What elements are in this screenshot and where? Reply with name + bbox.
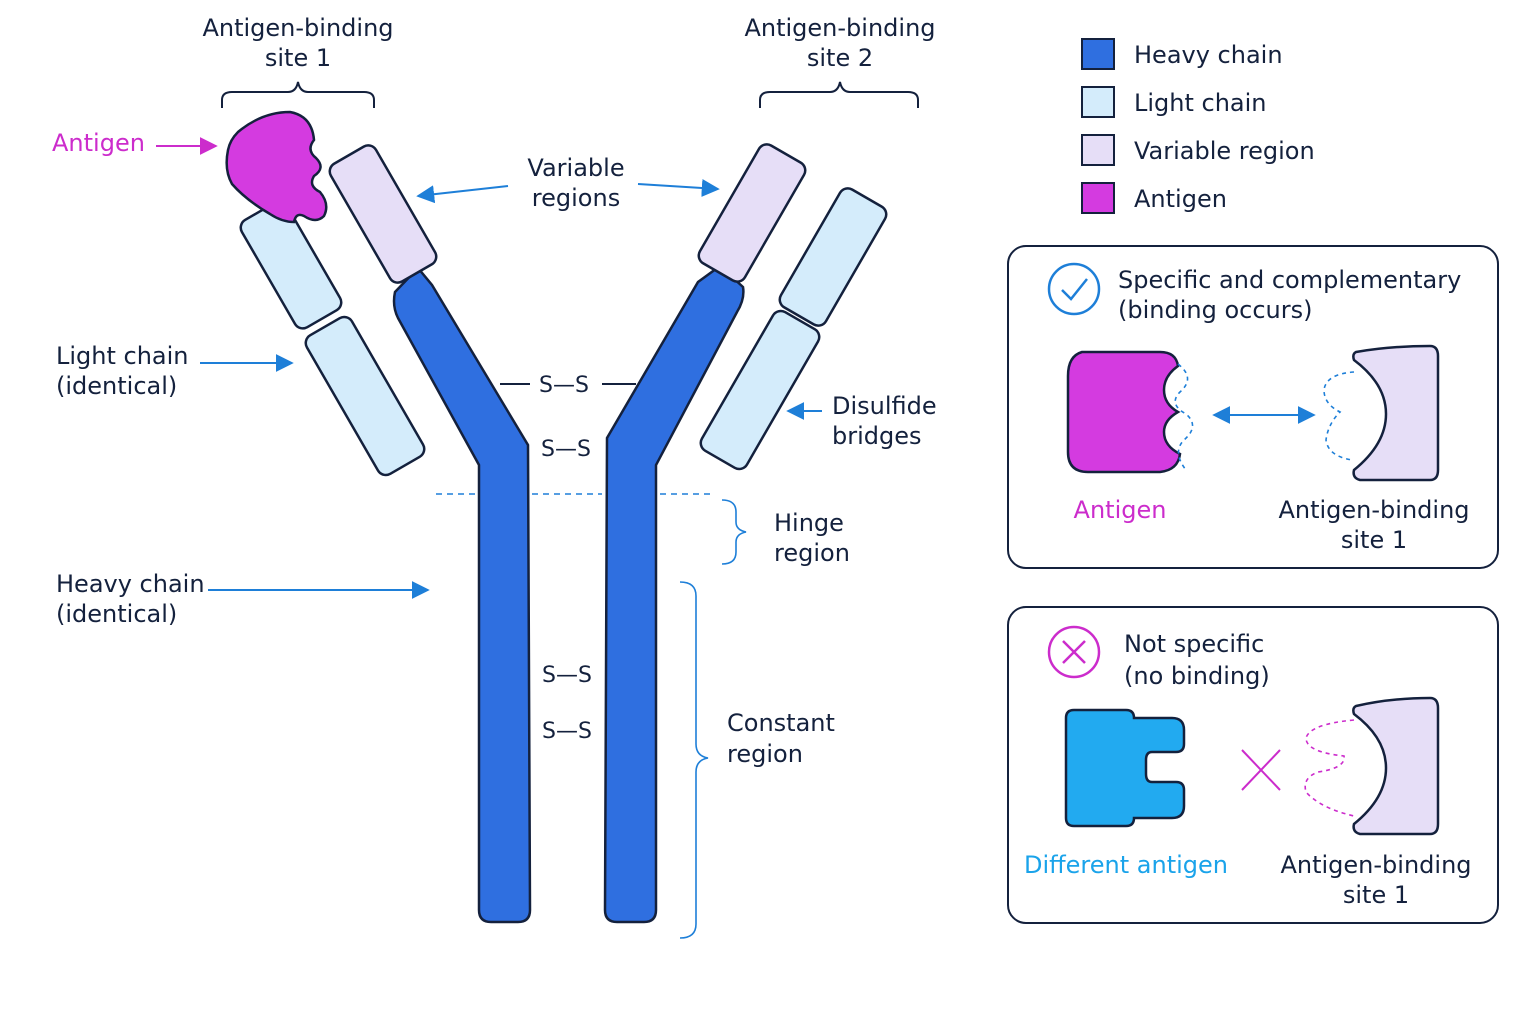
heavy-chain-left xyxy=(392,266,532,924)
variable-label-line1: Variable xyxy=(527,154,624,182)
svg-text:S—S: S—S xyxy=(539,373,589,398)
heavy-chain-label-line1: Heavy chain xyxy=(56,570,205,598)
specific-antigen-label: Antigen xyxy=(1074,496,1167,524)
legend-label-light: Light chain xyxy=(1134,89,1267,117)
nonspecific-site-label-line2: site 1 xyxy=(1343,881,1409,909)
no-binding-cross xyxy=(1241,749,1281,791)
panel-specific: Specific and complementary (binding occu… xyxy=(1007,245,1499,569)
svg-text:S—S: S—S xyxy=(542,663,592,688)
light-chain-label-line1: Light chain xyxy=(56,342,189,370)
hinge-brace xyxy=(721,499,747,565)
disulfide-bridge-upper-1: S—S xyxy=(500,373,636,398)
svg-text:S—S: S—S xyxy=(541,437,591,462)
check-circle-icon xyxy=(1047,262,1101,316)
disulfide-label-line2: bridges xyxy=(832,422,922,450)
heavy-chain-right xyxy=(603,264,745,924)
panel-nonspecific-title-line2: (no binding) xyxy=(1124,662,1270,690)
different-antigen-label: Different antigen xyxy=(1024,851,1228,879)
panel-specific-title-line2: (binding occurs) xyxy=(1118,296,1312,324)
nonspecific-site-label-line1: Antigen-binding xyxy=(1280,851,1471,879)
site2-brace xyxy=(759,81,919,108)
legend-swatch-light xyxy=(1081,86,1115,118)
x-circle-icon xyxy=(1047,625,1101,679)
variable-label-line2: regions xyxy=(532,184,620,212)
site1-brace xyxy=(221,81,375,108)
specific-site-label-line2: site 1 xyxy=(1341,526,1407,554)
light-chain-left-variable xyxy=(239,200,343,330)
antigen-label: Antigen xyxy=(52,129,145,157)
legend-swatch-antigen xyxy=(1081,182,1115,214)
panel-specific-title-line1: Specific and complementary xyxy=(1118,266,1461,294)
nonspecific-binding-site-shape xyxy=(1352,696,1440,836)
hinge-label-line2: region xyxy=(774,539,850,567)
heavy-chain-label-line2: (identical) xyxy=(56,600,177,628)
panel-nonspecific-frame xyxy=(1007,606,1499,924)
nonspecific-site-dotted-edge xyxy=(1304,719,1355,817)
variable-arrow-right xyxy=(637,179,720,197)
panel-nonspecific: Not specific (no binding) Different anti… xyxy=(1007,606,1499,924)
specific-site-dotted-edge xyxy=(1323,371,1355,461)
light-chain-right-variable xyxy=(778,187,888,327)
disulfide-bridge-lower-2: S—S xyxy=(542,719,592,744)
different-antigen-shape xyxy=(1064,708,1186,828)
constant-brace xyxy=(679,581,709,939)
variable-arrow-left xyxy=(416,185,509,204)
disulfide-label-line1: Disulfide xyxy=(832,392,937,420)
legend-label-variable: Variable region xyxy=(1134,137,1315,165)
antigen-bound xyxy=(225,110,328,224)
site1-label-line2: site 1 xyxy=(265,44,331,72)
light-chain-right-constant xyxy=(699,309,821,471)
specific-site-label-line1: Antigen-binding xyxy=(1278,496,1469,524)
site1-label-line1: Antigen-binding xyxy=(202,14,393,42)
variable-region-heavy-right xyxy=(697,143,807,283)
disulfide-bridge-lower-1: S—S xyxy=(542,663,592,688)
site2-label-line2: site 2 xyxy=(807,44,873,72)
legend-swatch-variable xyxy=(1081,134,1115,166)
svg-text:S—S: S—S xyxy=(542,719,592,744)
disulfide-bridge-upper-2: S—S xyxy=(541,437,591,462)
variable-region-heavy-left xyxy=(328,144,438,284)
legend-label-heavy: Heavy chain xyxy=(1134,41,1283,69)
light-chain-label-line2: (identical) xyxy=(56,372,177,400)
site2-label-line1: Antigen-binding xyxy=(744,14,935,42)
constant-label-line2: region xyxy=(727,740,803,768)
legend-swatch-heavy xyxy=(1081,38,1115,70)
hinge-label-line1: Hinge xyxy=(774,509,844,537)
legend-label-antigen: Antigen xyxy=(1134,185,1227,213)
specific-antigen-shape xyxy=(1066,350,1182,474)
light-chain-left-constant xyxy=(304,315,426,477)
panel-nonspecific-title-line1: Not specific xyxy=(1124,630,1264,658)
legend: Heavy chain Light chain Variable region … xyxy=(1081,38,1315,214)
specific-binding-site-shape xyxy=(1352,344,1440,482)
constant-label-line1: Constant xyxy=(727,709,835,737)
